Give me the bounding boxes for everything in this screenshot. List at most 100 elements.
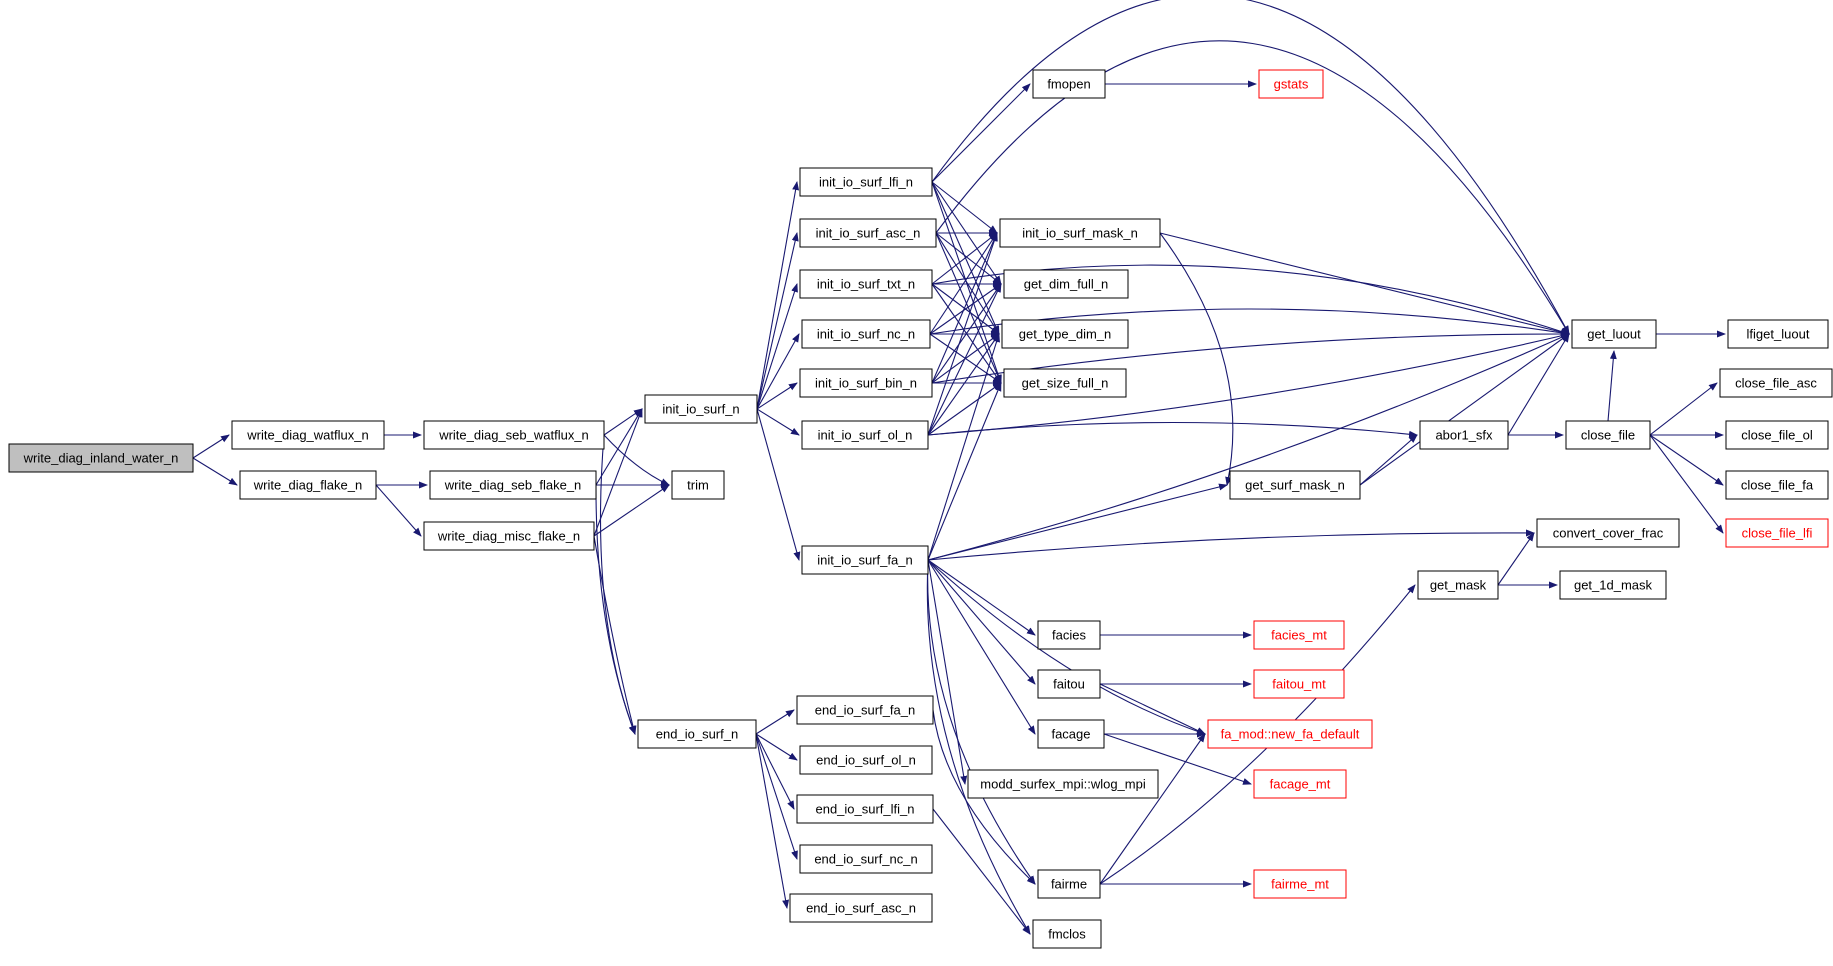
node-box[interactable] xyxy=(799,167,933,197)
node-close_file_asc[interactable]: close_file_asc xyxy=(1719,368,1833,398)
node-box[interactable] xyxy=(1565,420,1651,450)
node-box[interactable] xyxy=(1719,368,1833,398)
node-box[interactable] xyxy=(801,420,929,450)
node-box[interactable] xyxy=(999,218,1161,248)
node-box[interactable] xyxy=(1037,719,1105,749)
node-box[interactable] xyxy=(796,695,934,725)
node-box[interactable] xyxy=(1207,719,1373,749)
node-init_io_surf_txt_n[interactable]: init_io_surf_txt_n xyxy=(799,269,933,299)
node-fmclos[interactable]: fmclos xyxy=(1032,919,1102,949)
node-box[interactable] xyxy=(799,269,933,299)
node-box[interactable] xyxy=(1037,869,1101,899)
node-gstats[interactable]: gstats xyxy=(1258,69,1324,99)
node-init_io_surf_n[interactable]: init_io_surf_n xyxy=(644,394,758,424)
node-box[interactable] xyxy=(1037,620,1101,650)
node-write_diag_inland_water_n[interactable]: write_diag_inland_water_n xyxy=(8,443,194,473)
node-box[interactable] xyxy=(1536,518,1680,548)
node-end_io_surf_n[interactable]: end_io_surf_n xyxy=(637,719,757,749)
node-write_diag_flake_n[interactable]: write_diag_flake_n xyxy=(239,470,377,500)
node-box[interactable] xyxy=(1727,319,1829,349)
node-box[interactable] xyxy=(1725,518,1829,548)
node-box[interactable] xyxy=(239,470,377,500)
node-box[interactable] xyxy=(644,394,758,424)
node-box[interactable] xyxy=(231,420,385,450)
node-box[interactable] xyxy=(1253,869,1347,899)
node-box[interactable] xyxy=(637,719,757,749)
node-facage[interactable]: facage xyxy=(1037,719,1105,749)
node-box[interactable] xyxy=(1559,570,1667,600)
node-box[interactable] xyxy=(671,470,725,500)
node-get_1d_mask[interactable]: get_1d_mask xyxy=(1559,570,1667,600)
node-box[interactable] xyxy=(1571,319,1657,349)
node-fairme_mt[interactable]: fairme_mt xyxy=(1253,869,1347,899)
node-box[interactable] xyxy=(967,769,1159,799)
node-box[interactable] xyxy=(789,893,933,923)
node-box[interactable] xyxy=(1229,470,1361,500)
node-get_dim_full_n[interactable]: get_dim_full_n xyxy=(1003,269,1129,299)
node-end_io_surf_lfi_n[interactable]: end_io_surf_lfi_n xyxy=(796,794,934,824)
node-box[interactable] xyxy=(1003,269,1129,299)
node-box[interactable] xyxy=(1032,919,1102,949)
node-box[interactable] xyxy=(1032,69,1106,99)
node-box[interactable] xyxy=(1253,769,1347,799)
node-box[interactable] xyxy=(1419,420,1509,450)
node-close_file_lfi[interactable]: close_file_lfi xyxy=(1725,518,1829,548)
node-box[interactable] xyxy=(1725,470,1829,500)
node-facies[interactable]: facies xyxy=(1037,620,1101,650)
node-end_io_surf_asc_n[interactable]: end_io_surf_asc_n xyxy=(789,893,933,923)
node-init_io_surf_lfi_n[interactable]: init_io_surf_lfi_n xyxy=(799,167,933,197)
node-box[interactable] xyxy=(1253,669,1345,699)
node-init_io_surf_ol_n[interactable]: init_io_surf_ol_n xyxy=(801,420,929,450)
node-box[interactable] xyxy=(799,844,933,874)
node-init_io_surf_bin_n[interactable]: init_io_surf_bin_n xyxy=(799,368,933,398)
node-box[interactable] xyxy=(1001,319,1129,349)
node-trim[interactable]: trim xyxy=(671,470,725,500)
node-facies_mt[interactable]: facies_mt xyxy=(1253,620,1345,650)
node-fairme[interactable]: fairme xyxy=(1037,869,1101,899)
node-faitou_mt[interactable]: faitou_mt xyxy=(1253,669,1345,699)
node-box[interactable] xyxy=(801,545,929,575)
node-end_io_surf_nc_n[interactable]: end_io_surf_nc_n xyxy=(799,844,933,874)
node-close_file[interactable]: close_file xyxy=(1565,420,1651,450)
node-close_file_fa[interactable]: close_file_fa xyxy=(1725,470,1829,500)
node-facage_mt[interactable]: facage_mt xyxy=(1253,769,1347,799)
node-box[interactable] xyxy=(423,521,595,551)
node-box[interactable] xyxy=(1037,669,1101,699)
node-write_diag_seb_watflux_n[interactable]: write_diag_seb_watflux_n xyxy=(423,420,605,450)
node-get_type_dim_n[interactable]: get_type_dim_n xyxy=(1001,319,1129,349)
node-box[interactable] xyxy=(8,443,194,473)
node-modd_surfex_mpi-wlog_mpi[interactable]: modd_surfex_mpi::wlog_mpi xyxy=(967,769,1159,799)
node-lfiget_luout[interactable]: lfiget_luout xyxy=(1727,319,1829,349)
node-box[interactable] xyxy=(1253,620,1345,650)
node-box[interactable] xyxy=(1417,570,1499,600)
node-init_io_surf_asc_n[interactable]: init_io_surf_asc_n xyxy=(799,218,937,248)
node-abor1_sfx[interactable]: abor1_sfx xyxy=(1419,420,1509,450)
node-box[interactable] xyxy=(1725,420,1829,450)
node-write_diag_seb_flake_n[interactable]: write_diag_seb_flake_n xyxy=(429,470,597,500)
node-box[interactable] xyxy=(423,420,605,450)
node-end_io_surf_fa_n[interactable]: end_io_surf_fa_n xyxy=(796,695,934,725)
node-get_size_full_n[interactable]: get_size_full_n xyxy=(1003,368,1127,398)
node-init_io_surf_fa_n[interactable]: init_io_surf_fa_n xyxy=(801,545,929,575)
node-get_surf_mask_n[interactable]: get_surf_mask_n xyxy=(1229,470,1361,500)
node-write_diag_watflux_n[interactable]: write_diag_watflux_n xyxy=(231,420,385,450)
node-init_io_surf_nc_n[interactable]: init_io_surf_nc_n xyxy=(801,319,931,349)
node-convert_cover_frac[interactable]: convert_cover_frac xyxy=(1536,518,1680,548)
node-box[interactable] xyxy=(1003,368,1127,398)
node-box[interactable] xyxy=(801,319,931,349)
node-box[interactable] xyxy=(429,470,597,500)
node-end_io_surf_ol_n[interactable]: end_io_surf_ol_n xyxy=(799,745,933,775)
node-faitou[interactable]: faitou xyxy=(1037,669,1101,699)
node-fmopen[interactable]: fmopen xyxy=(1032,69,1106,99)
node-box[interactable] xyxy=(799,218,937,248)
node-close_file_ol[interactable]: close_file_ol xyxy=(1725,420,1829,450)
node-get_luout[interactable]: get_luout xyxy=(1571,319,1657,349)
node-box[interactable] xyxy=(796,794,934,824)
node-init_io_surf_mask_n[interactable]: init_io_surf_mask_n xyxy=(999,218,1161,248)
node-box[interactable] xyxy=(799,368,933,398)
node-get_mask[interactable]: get_mask xyxy=(1417,570,1499,600)
node-fa_mod-new_fa_default[interactable]: fa_mod::new_fa_default xyxy=(1207,719,1373,749)
node-box[interactable] xyxy=(799,745,933,775)
node-write_diag_misc_flake_n[interactable]: write_diag_misc_flake_n xyxy=(423,521,595,551)
node-box[interactable] xyxy=(1258,69,1324,99)
